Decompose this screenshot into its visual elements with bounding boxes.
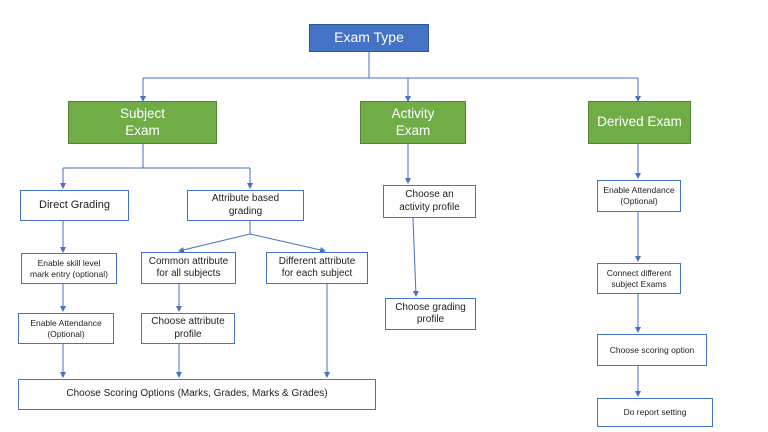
common-attribute-box: Common attribute for all subjects [141, 252, 236, 284]
choose-grading-profile-box: Choose grading profile [385, 298, 476, 330]
do-report-setting-box: Do report setting [597, 398, 713, 427]
different-attribute-box: Different attribute for each subject [266, 252, 368, 284]
choose-attribute-profile-box: Choose attribute profile [141, 313, 235, 344]
enable-skill-level-box: Enable skill level mark entry (optional) [21, 253, 117, 284]
connect-subject-exams-box: Connect different subject Exams [597, 263, 681, 294]
choose-activity-profile-box: Choose an activity profile [383, 185, 476, 218]
choose-scoring-option-box: Choose scoring option [597, 334, 707, 366]
derived-exam-box: Derived Exam [588, 101, 691, 144]
subject-exam-box: Subject Exam [68, 101, 217, 144]
direct-grading-box: Direct Grading [20, 190, 129, 221]
choose-scoring-options-box: Choose Scoring Options (Marks, Grades, M… [18, 379, 376, 410]
enable-attendance-right-box: Enable Attendance (Optional) [597, 180, 681, 212]
connector-activity-profile-to-grading [412, 217, 419, 297]
connector-attribute-right [249, 233, 326, 253]
enable-attendance-left-box: Enable Attendance (Optional) [18, 313, 114, 344]
activity-exam-box: Activity Exam [360, 101, 466, 144]
connector-attribute-left [178, 233, 251, 253]
attribute-based-grading-box: Attribute based grading [187, 190, 304, 221]
exam-type-box: Exam Type [309, 24, 429, 52]
